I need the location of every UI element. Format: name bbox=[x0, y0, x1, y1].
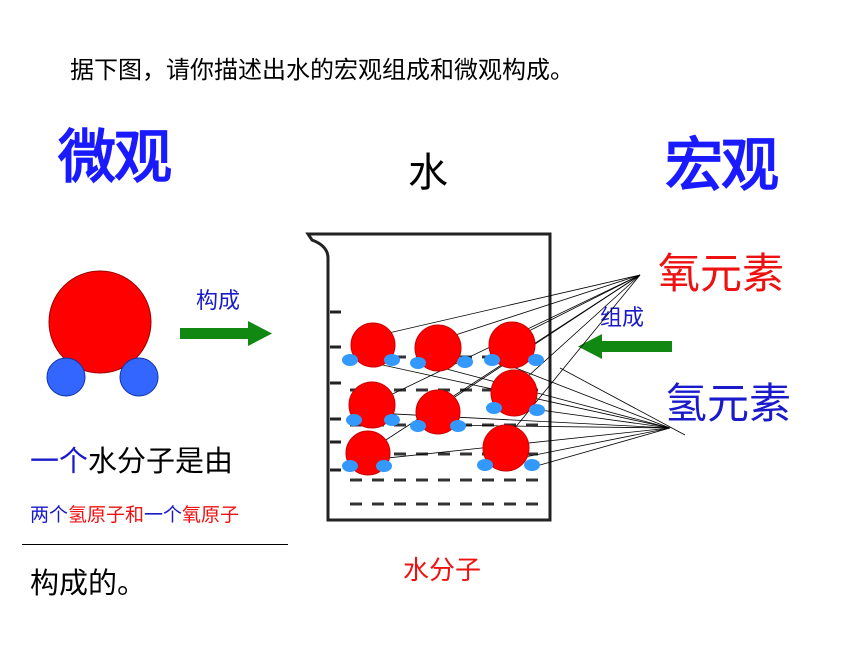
beaker-icon bbox=[305, 232, 552, 522]
description-oxygen-atom: 氧原子 bbox=[182, 504, 240, 526]
macro-title: 宏观 bbox=[665, 131, 779, 199]
description-one-2: 一个 bbox=[144, 504, 183, 526]
compose-arrow-label: 构成 bbox=[196, 289, 241, 314]
molecule-oxygen-atom bbox=[48, 270, 152, 374]
hydrogen-element-label: 氢元素 bbox=[665, 379, 792, 428]
substance-label: 水 bbox=[408, 150, 448, 196]
micro-title: 微观 bbox=[58, 123, 172, 191]
beaker-molecule bbox=[477, 424, 540, 472]
description-line-1: 一个水分子是由 bbox=[30, 438, 233, 480]
molecule-hydrogen-atom-left bbox=[46, 357, 86, 397]
description-hydrogen-atoms: 氢原子和 bbox=[68, 504, 145, 526]
answer-underline bbox=[22, 544, 288, 545]
question-text: 据下图，请你描述出水的宏观组成和微观构成。 bbox=[70, 56, 574, 84]
beaker-molecule bbox=[342, 322, 400, 368]
group-arrow-label: 组成 bbox=[600, 306, 645, 331]
molecule-hydrogen-atom-right bbox=[119, 357, 159, 397]
beaker-molecule bbox=[484, 321, 544, 369]
description-line-2: 两个氢原子和一个氧原子 bbox=[30, 500, 239, 527]
description-molecule-phrase: 水分子是由 bbox=[88, 444, 234, 478]
beaker-molecule bbox=[346, 381, 400, 429]
description-two: 两个 bbox=[30, 504, 69, 526]
water-molecule-label: 水分子 bbox=[403, 556, 482, 586]
description-one: 一个 bbox=[30, 444, 89, 478]
beaker-molecule bbox=[486, 369, 545, 417]
compose-arrow-icon bbox=[180, 321, 272, 346]
beaker-molecule bbox=[410, 324, 473, 372]
beaker-scale-marks bbox=[330, 310, 341, 472]
description-line-3: 构成的。 bbox=[30, 566, 147, 600]
beaker-molecule bbox=[410, 389, 466, 435]
oxygen-element-label: 氧元素 bbox=[658, 249, 785, 298]
beaker-water-molecules bbox=[342, 321, 545, 476]
beaker-molecule bbox=[342, 430, 392, 476]
water-molecule-model bbox=[46, 270, 159, 397]
group-arrow-icon bbox=[578, 334, 672, 359]
